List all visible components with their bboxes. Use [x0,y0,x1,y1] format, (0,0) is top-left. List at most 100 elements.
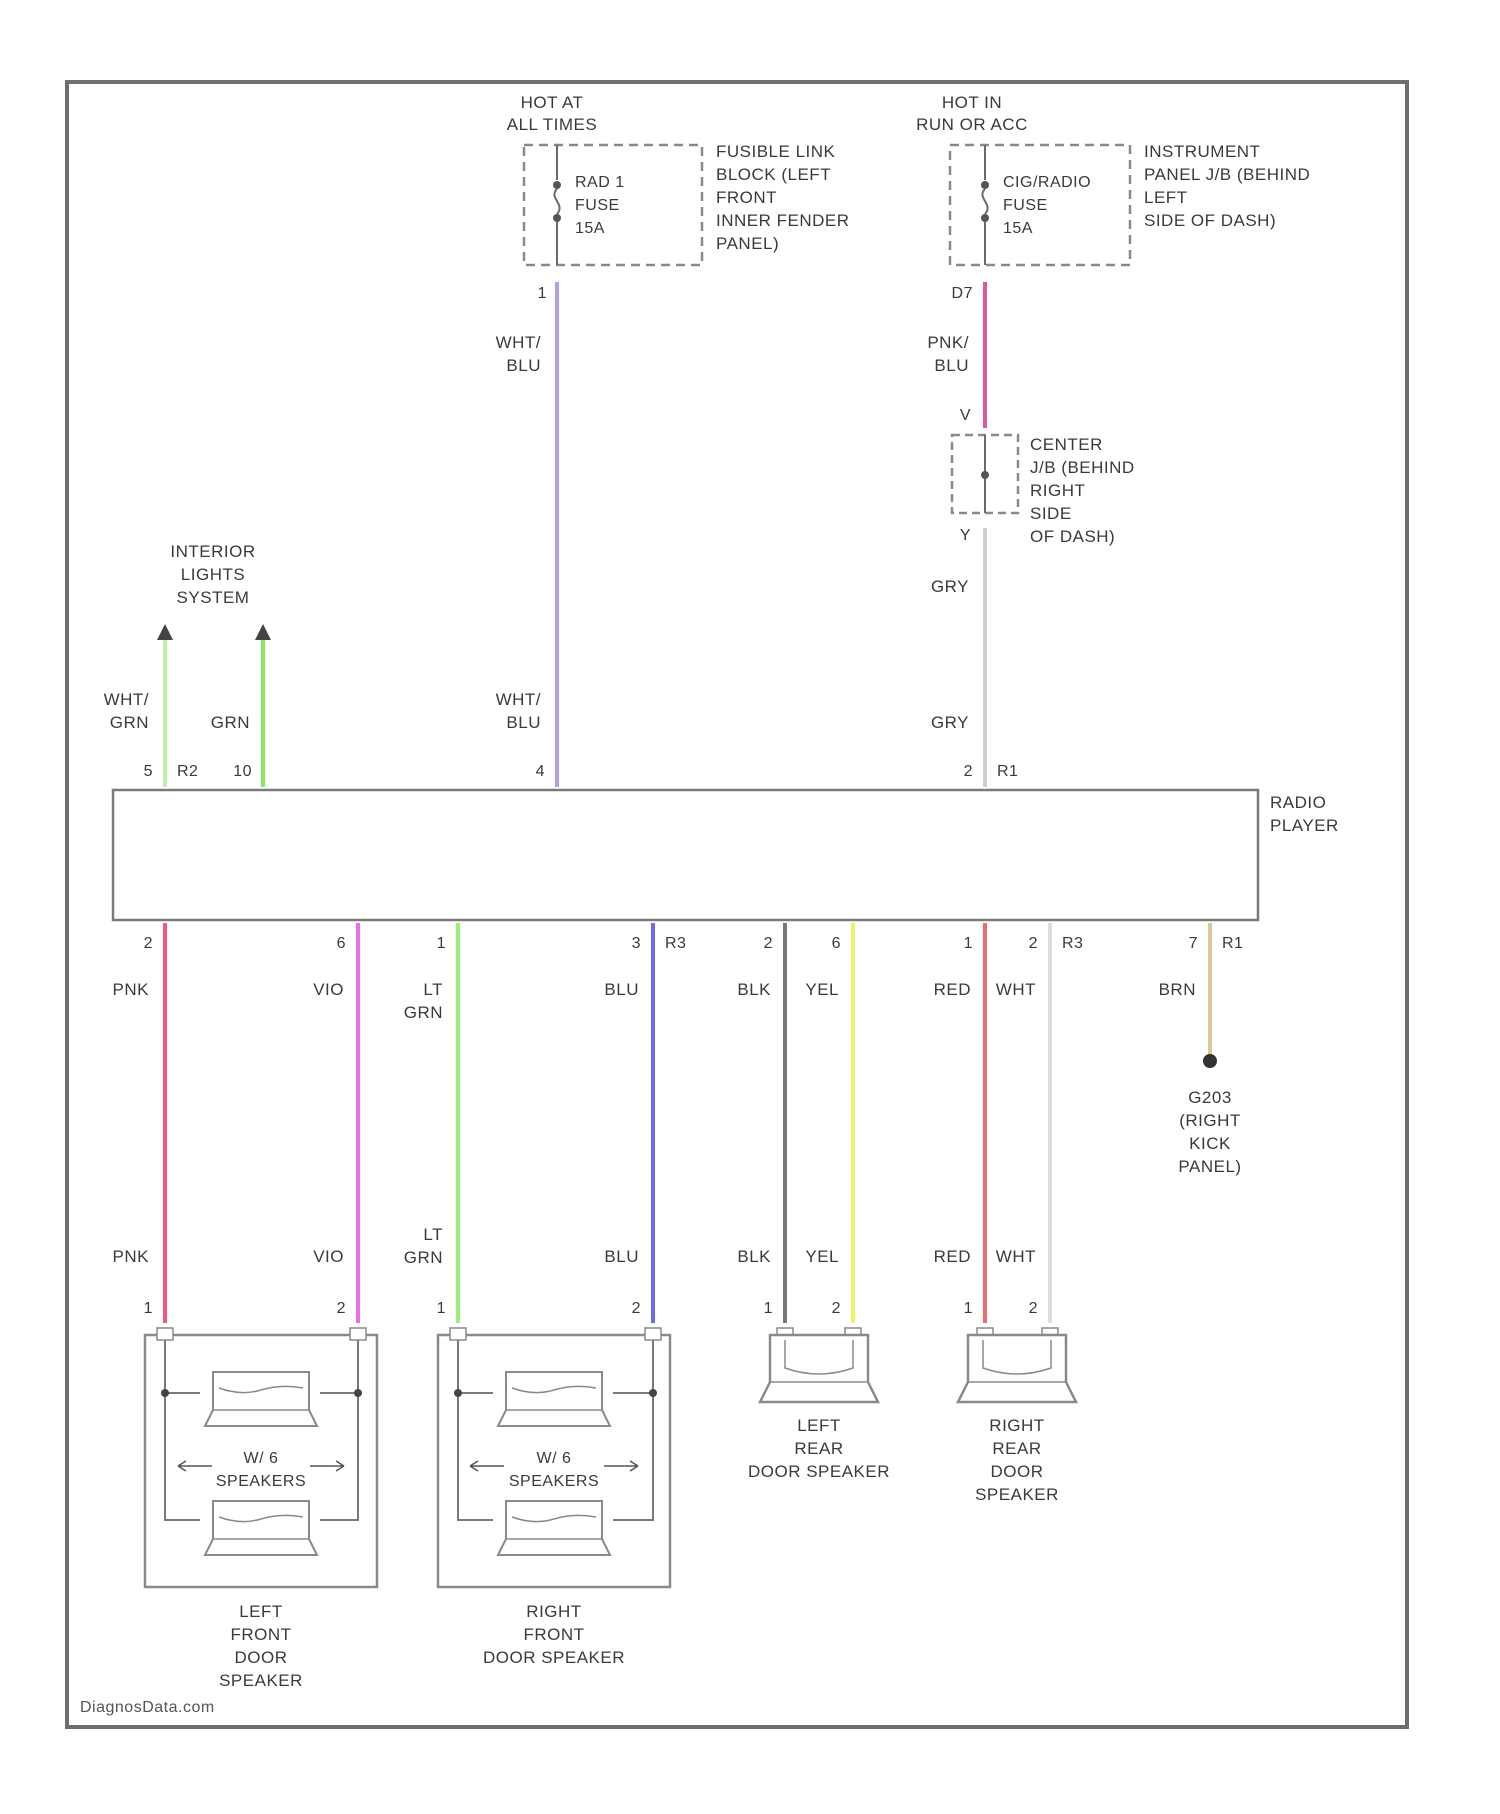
wire-gry-label-1: GRY [931,577,969,596]
interior-lights-label-3: SYSTEM [177,588,250,607]
wire-gry-label-2: GRY [931,713,969,732]
instrument-panel-location-1: INSTRUMENT [1144,142,1260,161]
hot-in-run-label-2: RUN OR ACC [916,115,1028,134]
radio-pin-5: 5 [144,763,153,780]
fuse-rad1-terminal-bottom [553,214,561,222]
interior-lights-arrow-a-icon [157,624,173,640]
spk-pin-pnk: 1 [144,1300,153,1317]
radio-conn-r2: R2 [177,763,198,780]
lf-node-b [354,1389,362,1397]
out-pin-lt-grn: 1 [437,935,446,952]
center-jb-label-5: OF DASH) [1030,527,1115,546]
wire-brn-label: BRN [1159,980,1196,999]
spk-pin-lt-grn: 1 [437,1300,446,1317]
wire-pnk-blu-2: BLU [934,356,969,375]
fuse-cig-name: CIG/RADIO [1003,174,1091,191]
spk-pin-blu: 2 [632,1300,641,1317]
spk-pin-red: 1 [964,1300,973,1317]
center-jb-pin-y: Y [960,527,971,544]
rf-label-1: RIGHT [526,1602,581,1621]
lf-terminal-1 [157,1328,173,1340]
rr-label-1: RIGHT [989,1416,1044,1435]
rf-inner-label-1: W/ 6 [537,1450,572,1467]
lf-woofer-icon [205,1501,317,1555]
right-rear-door-speaker: RIGHT REAR DOOR SPEAKER [958,1328,1076,1504]
out-conn-r1: R1 [1222,935,1243,952]
radio-conn-r1-top: R1 [997,763,1018,780]
radio-player-box [113,790,1258,920]
out-pin-pnk: 2 [144,935,153,952]
hot-in-run-label-1: HOT IN [942,93,1002,112]
ground-label-1: G203 [1188,1088,1232,1107]
rr-label-4: SPEAKER [975,1485,1059,1504]
wire-red-label: RED [934,980,971,999]
center-jb-label-2: J/B (BEHIND [1030,458,1135,477]
fuse-rad1-element-icon [554,189,559,214]
fusible-link-location-4: INNER FENDER [716,211,850,230]
out-conn-r3-a: R3 [665,935,686,952]
lr-label-1: LEFT [797,1416,841,1435]
right-front-door-speaker: W/ 6 SPEAKERS RIGHT FRONT DOOR SPEAKER [438,1328,670,1667]
rf-label-3: DOOR SPEAKER [483,1648,625,1667]
out-pin-blk: 2 [764,935,773,952]
radio-player-label-1: RADIO [1270,793,1326,812]
lr-label-3: DOOR SPEAKER [748,1462,890,1481]
spk-pin-wht: 2 [1029,1300,1038,1317]
ground-dot-icon [1203,1054,1217,1068]
power-left-group: HOT AT ALL TIMES RAD 1 FUSE 15A FUSIBLE … [496,93,850,787]
spk-pin-vio: 2 [337,1300,346,1317]
rf-label-2: FRONT [523,1625,584,1644]
wire-blu-label: BLU [604,980,639,999]
wire-wht-blu-bottom-1: WHT/ [496,690,541,709]
wire-wht-label: WHT [996,980,1036,999]
fusible-link-pin: 1 [538,285,547,302]
interior-lights-group: INTERIOR LIGHTS SYSTEM WHT/ GRN GRN 5 R2… [104,542,271,787]
out-pin-wht: 2 [1029,935,1038,952]
center-jb-label-1: CENTER [1030,435,1103,454]
rf-node-a [454,1389,462,1397]
out-pin-vio: 6 [337,935,346,952]
rf-tweeter-icon [498,1372,610,1426]
left-rear-door-speaker: LEFT REAR DOOR SPEAKER [748,1328,890,1481]
fusible-link-location-2: BLOCK (LEFT [716,165,831,184]
pin-d7: D7 [952,285,973,302]
center-jb-pin-v: V [960,407,971,424]
fusible-link-location-5: PANEL) [716,234,779,253]
center-jb-label-3: RIGHT [1030,481,1085,500]
wire-pnk-label-low: PNK [113,1247,150,1266]
rf-node-b [649,1389,657,1397]
fusible-link-location-3: FRONT [716,188,777,207]
fuse-rad1-terminal-top [553,181,561,189]
instrument-panel-location-2: PANEL J/B (BEHIND [1144,165,1310,184]
fuse-rad1-rating: 15A [575,220,605,237]
wire-yel-label: YEL [805,980,839,999]
fuse-cig-terminal-top [981,181,989,189]
wire-lt-grn-label-1: LT [423,980,443,999]
wire-wht-label-low: WHT [996,1247,1036,1266]
lf-inner-label-2: SPEAKERS [216,1473,306,1490]
wire-wht-grn-label-2: GRN [110,713,149,732]
lf-terminal-2 [350,1328,366,1340]
wire-blk-label: BLK [737,980,771,999]
wire-wht-blu-bottom-2: BLU [506,713,541,732]
wire-wht-blu-top-2: BLU [506,356,541,375]
hot-at-all-times-label-2: ALL TIMES [507,115,597,134]
lf-label-3: DOOR [235,1648,288,1667]
wire-wht-blu-top-1: WHT/ [496,333,541,352]
lf-label-4: SPEAKER [219,1671,303,1690]
output-wires-group: 2 PNK PNK 1 6 VIO VIO 2 1 LT GRN LT GRN … [113,923,1244,1323]
wire-blk-label-low: BLK [737,1247,771,1266]
hot-at-all-times-label-1: HOT AT [521,93,584,112]
lf-internal-wiring [165,1340,358,1520]
out-conn-r3-b: R3 [1062,935,1083,952]
ground-label-3: KICK [1189,1134,1231,1153]
lf-label-1: LEFT [239,1602,283,1621]
spk-pin-blk: 1 [764,1300,773,1317]
wire-blu-label-low: BLU [604,1247,639,1266]
wire-lt-grn-label-low-2: GRN [404,1248,443,1267]
lf-tweeter-icon [205,1372,317,1426]
lf-node-a [161,1389,169,1397]
wire-lt-grn-label-low-1: LT [423,1225,443,1244]
center-jb-label-4: SIDE [1030,504,1072,523]
